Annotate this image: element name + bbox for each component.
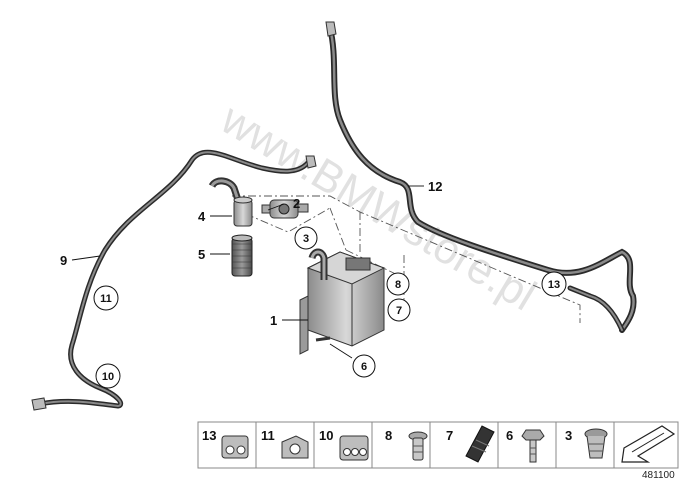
svg-text:10: 10 [102,371,114,383]
hose-clip-triple-icon [339,435,369,461]
rubber-pad-icon [465,425,495,463]
fuel-line-12 [325,21,637,333]
callout-8: 8 [386,272,410,296]
callout-12: 12 [428,179,442,194]
svg-text:8: 8 [395,279,401,291]
svg-text:7: 7 [396,305,402,317]
callout-6: 6 [352,354,376,378]
document-number: 481100 [642,470,675,481]
callout-1: 1 [270,313,277,328]
hose-clip-single-icon [281,435,309,459]
orientation-arrow-icon [621,425,676,463]
leader-lines [71,185,424,359]
legend-item-3: 3 [565,428,608,459]
legend-item-13: 13 [202,428,249,459]
svg-text:11: 11 [100,293,112,305]
callout-3: 3 [294,226,318,250]
hose-clip-double-icon [221,435,249,459]
callout-4: 4 [198,209,206,224]
svg-text:3: 3 [303,233,309,245]
svg-text:13: 13 [202,428,216,443]
canister-part-1 [299,248,386,355]
valve-part-2 [261,199,309,219]
callout-10: 10 [95,363,121,389]
legend-item-6: 6 [506,428,545,463]
svg-text:10: 10 [319,428,333,443]
svg-text:7: 7 [446,428,453,443]
svg-text:6: 6 [506,428,513,443]
callout-5: 5 [198,247,205,262]
svg-text:11: 11 [261,428,275,443]
expanding-rivet-icon [408,431,428,461]
hex-bolt-icon [521,429,545,463]
svg-text:6: 6 [361,361,367,373]
callout-11: 11 [93,285,119,311]
legend-item-11: 11 [261,428,309,459]
legend-item-10: 10 [319,428,369,461]
filter-part-5 [231,234,253,277]
valve-part-4 [208,177,253,227]
legend-item-8: 8 [385,428,428,461]
svg-text:8: 8 [385,428,392,443]
legend-item-7: 7 [446,425,495,463]
callout-7: 7 [387,298,411,322]
grommet-icon [584,428,608,459]
svg-text:13: 13 [548,279,560,291]
callout-13: 13 [541,271,567,297]
parts-legend: 13 11 10 8 [197,421,679,469]
svg-text:3: 3 [565,428,572,443]
fuel-line-9 [31,149,317,411]
callout-2: 2 [293,196,300,211]
callout-9: 9 [60,253,67,268]
